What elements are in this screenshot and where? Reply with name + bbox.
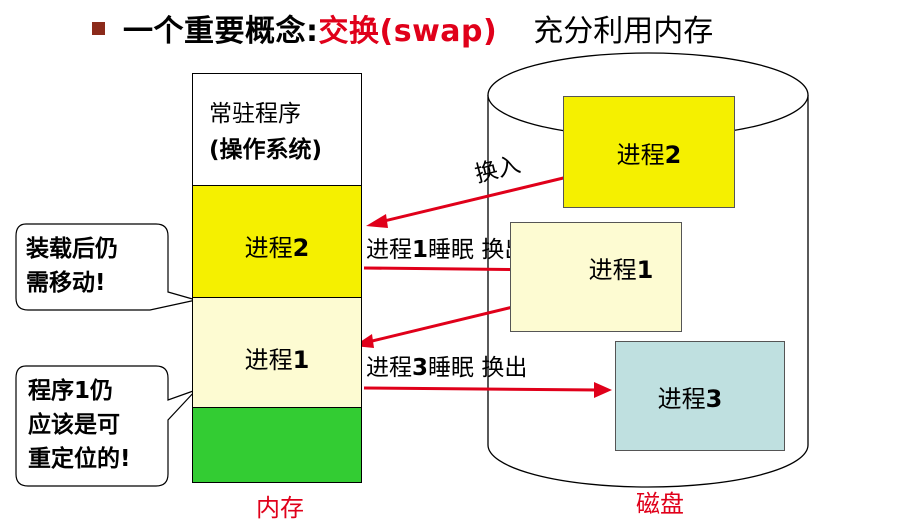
- callout-relocate-line-3: 重定位的!: [28, 446, 131, 472]
- memory-os-block: 常驻程序 (操作系统): [192, 73, 362, 186]
- square-bullet-icon: [92, 21, 105, 35]
- callout-move-text: 装载后仍 需移动!: [26, 232, 118, 300]
- disk-caption: 磁盘: [636, 490, 684, 518]
- memory-caption: 内存: [256, 494, 304, 522]
- slide-title: 一个重要概念: 交换(swap) 充分利用内存: [92, 6, 713, 50]
- memory-proc1-label: 进程1: [244, 346, 310, 374]
- callout-bubble-relocate: [15, 365, 197, 487]
- memory-proc1-block: 进程1: [192, 297, 362, 408]
- memory-free-block: [192, 407, 362, 483]
- disk-proc1-label: 进程1: [588, 255, 654, 284]
- memory-proc2-label: 进程2: [244, 234, 310, 262]
- swap-in-arrow: [366, 172, 581, 228]
- callout-relocate-text: 程序1仍 应该是可 重定位的!: [28, 374, 131, 476]
- title-prefix: 一个重要概念:: [123, 14, 319, 49]
- disk-proc3-label: 进程3: [657, 384, 723, 413]
- callout-relocate-line-2: 应该是可: [28, 412, 120, 438]
- callout-bubble-move: [15, 223, 197, 311]
- disk-proc3-box: 进程3: [615, 341, 785, 451]
- os-line-1: 常驻程序: [209, 101, 301, 127]
- disk-proc1-box: 进程1: [510, 222, 682, 332]
- os-line-2: (操作系统): [209, 137, 323, 163]
- title-suffix: 充分利用内存: [533, 14, 714, 49]
- title-highlight: 交换(swap): [318, 14, 498, 49]
- disk-proc2-box: 进程2: [563, 96, 735, 208]
- callout-move-line-1: 装载后仍: [26, 236, 118, 262]
- callout-move-line-2: 需移动!: [26, 270, 106, 296]
- swap-out-3-label: 进程3睡眠 换出: [366, 355, 528, 381]
- callout-relocate-line-1: 程序1仍: [28, 378, 114, 404]
- disk-proc2-label: 进程2: [616, 140, 682, 169]
- swap-out-3-arrow: [363, 382, 612, 398]
- memory-proc2-block: 进程2: [192, 185, 362, 298]
- swap-out-1-label: 进程1睡眠 换出: [366, 237, 528, 263]
